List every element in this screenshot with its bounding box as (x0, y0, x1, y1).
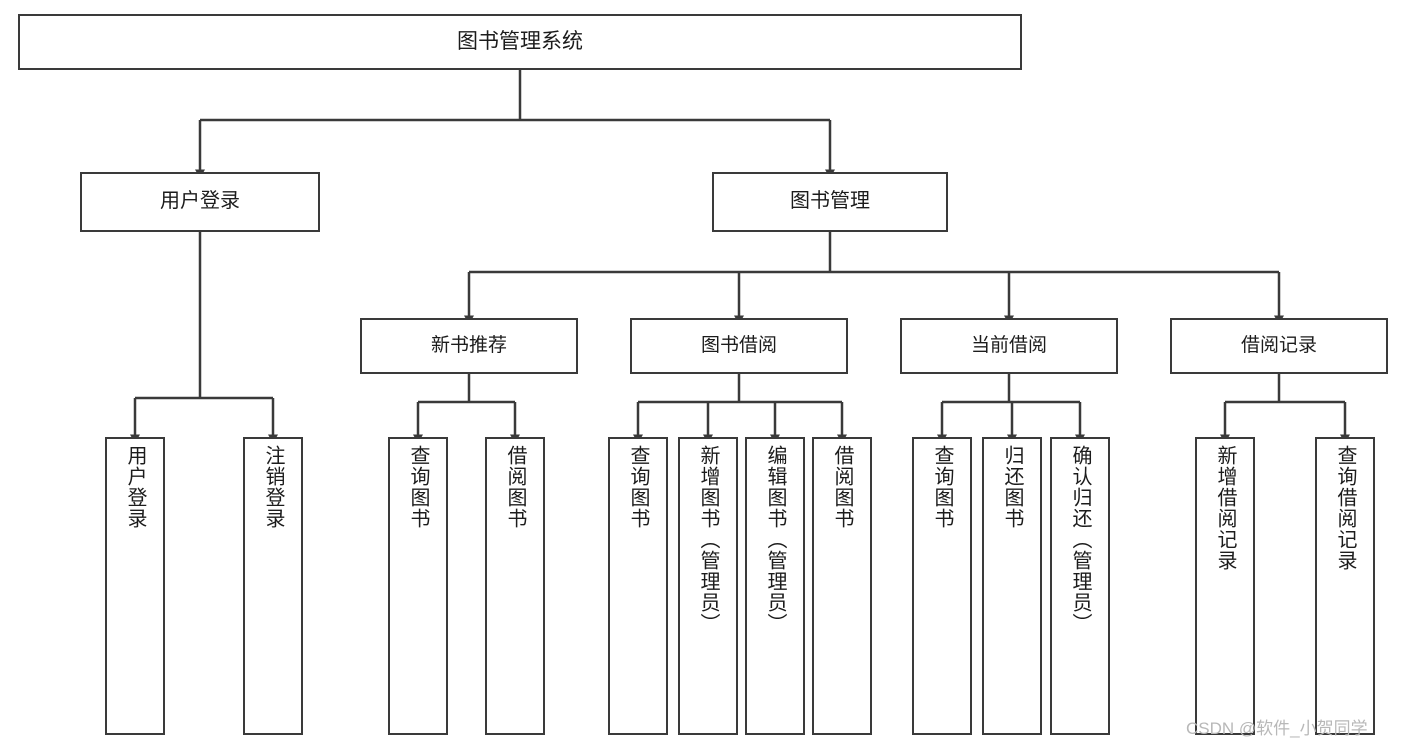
node-label: 借阅记录 (1240, 334, 1317, 356)
node-label: 图书借阅 (700, 334, 777, 356)
node-label: 图书管理系统 (457, 29, 583, 53)
node-leaf-query-record[interactable]: 查询借阅记录 (1315, 437, 1375, 735)
node-root[interactable]: 图书管理系统 (18, 14, 1022, 70)
node-leaf-add-book[interactable]: 新增图书（管理员） (678, 437, 738, 735)
node-label: 查询借阅记录 (1334, 445, 1356, 571)
node-label: 新书推荐 (430, 334, 507, 356)
node-label: 图书管理 (790, 190, 870, 213)
node-label: 借阅图书 (831, 445, 853, 529)
node-label: 查询图书 (627, 445, 649, 529)
node-new-book-rec[interactable]: 新书推荐 (360, 318, 578, 374)
node-label: 确认归还（管理员） (1069, 445, 1091, 634)
node-leaf-borrow-book-2[interactable]: 借阅图书 (812, 437, 872, 735)
node-current-borrow[interactable]: 当前借阅 (900, 318, 1118, 374)
connector-lines (130, 70, 1350, 444)
node-leaf-logout[interactable]: 注销登录 (243, 437, 303, 735)
node-leaf-user-login[interactable]: 用户登录 (105, 437, 165, 735)
node-label: 用户登录 (124, 445, 146, 529)
node-leaf-return-book[interactable]: 归还图书 (982, 437, 1042, 735)
node-leaf-edit-book[interactable]: 编辑图书（管理员） (745, 437, 805, 735)
node-label: 注销登录 (262, 445, 284, 529)
node-leaf-query-book-1[interactable]: 查询图书 (388, 437, 448, 735)
node-book-borrow[interactable]: 图书借阅 (630, 318, 848, 374)
node-label: 借阅图书 (504, 445, 526, 529)
node-label: 编辑图书（管理员） (764, 445, 786, 634)
node-label: 查询图书 (931, 445, 953, 529)
node-book-manage[interactable]: 图书管理 (712, 172, 948, 232)
node-leaf-query-book-2[interactable]: 查询图书 (608, 437, 668, 735)
node-label: 新增借阅记录 (1214, 445, 1236, 571)
node-user-login[interactable]: 用户登录 (80, 172, 320, 232)
node-label: 查询图书 (407, 445, 429, 529)
node-label: 当前借阅 (970, 334, 1047, 356)
node-label: 归还图书 (1001, 445, 1023, 529)
node-leaf-add-record[interactable]: 新增借阅记录 (1195, 437, 1255, 735)
node-leaf-query-book-3[interactable]: 查询图书 (912, 437, 972, 735)
node-leaf-confirm-return[interactable]: 确认归还（管理员） (1050, 437, 1110, 735)
node-borrow-record[interactable]: 借阅记录 (1170, 318, 1388, 374)
node-leaf-borrow-book-1[interactable]: 借阅图书 (485, 437, 545, 735)
node-label: 用户登录 (160, 190, 240, 213)
node-label: 新增图书（管理员） (697, 445, 719, 634)
